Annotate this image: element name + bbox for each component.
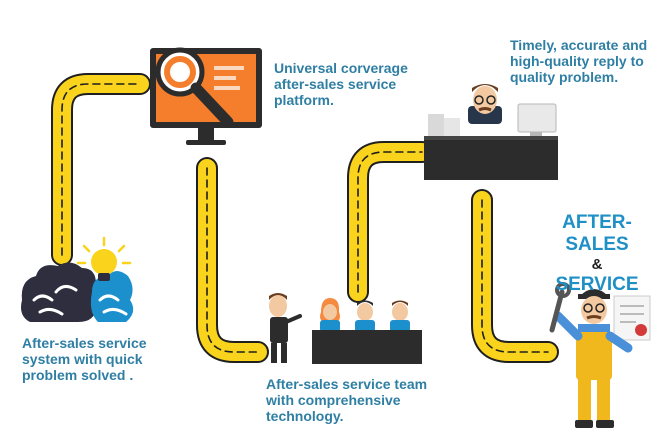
caption-team-line-3: technology. <box>266 408 344 424</box>
caption-platform-line-2: after-sales service <box>274 76 397 92</box>
caption-platform: Universal corverage after-sales service … <box>274 60 408 108</box>
caption-reply-line-3: quality problem. <box>510 69 619 85</box>
title-line-3: SERVICE <box>555 274 639 295</box>
road-middle-left <box>196 157 269 363</box>
title-line-1: AFTER-SALES <box>562 212 632 255</box>
brain-lightbulb-icon <box>21 236 134 322</box>
caption-system: After-sales service system with quick pr… <box>22 335 147 383</box>
monitor-magnifier-icon <box>150 47 262 145</box>
road-left <box>51 73 151 266</box>
office-desk-icon <box>424 84 558 180</box>
caption-system-line-2: system with quick <box>22 351 143 367</box>
caption-reply: Timely, accurate and high-quality reply … <box>510 37 647 85</box>
caption-team-line-2: with comprehensive <box>266 392 401 408</box>
team-meeting-icon <box>269 293 422 364</box>
caption-platform-line-1: Universal corverage <box>274 60 408 76</box>
caption-team-line-1: After-sales service team <box>266 376 428 392</box>
road-right <box>471 189 559 363</box>
after-sales-title: AFTER-SALES & SERVICE <box>541 212 653 296</box>
caption-system-line-3: problem solved . <box>22 367 134 383</box>
caption-platform-line-3: platform. <box>274 92 334 108</box>
caption-team: After-sales service team with comprehens… <box>266 376 427 424</box>
caption-reply-line-2: high-quality reply to <box>510 53 644 69</box>
repairman-icon <box>549 282 651 428</box>
road-middle-right <box>347 141 433 303</box>
title-line-2: & <box>591 256 603 273</box>
caption-system-line-1: After-sales service <box>22 335 147 351</box>
caption-reply-line-1: Timely, accurate and <box>510 37 648 53</box>
